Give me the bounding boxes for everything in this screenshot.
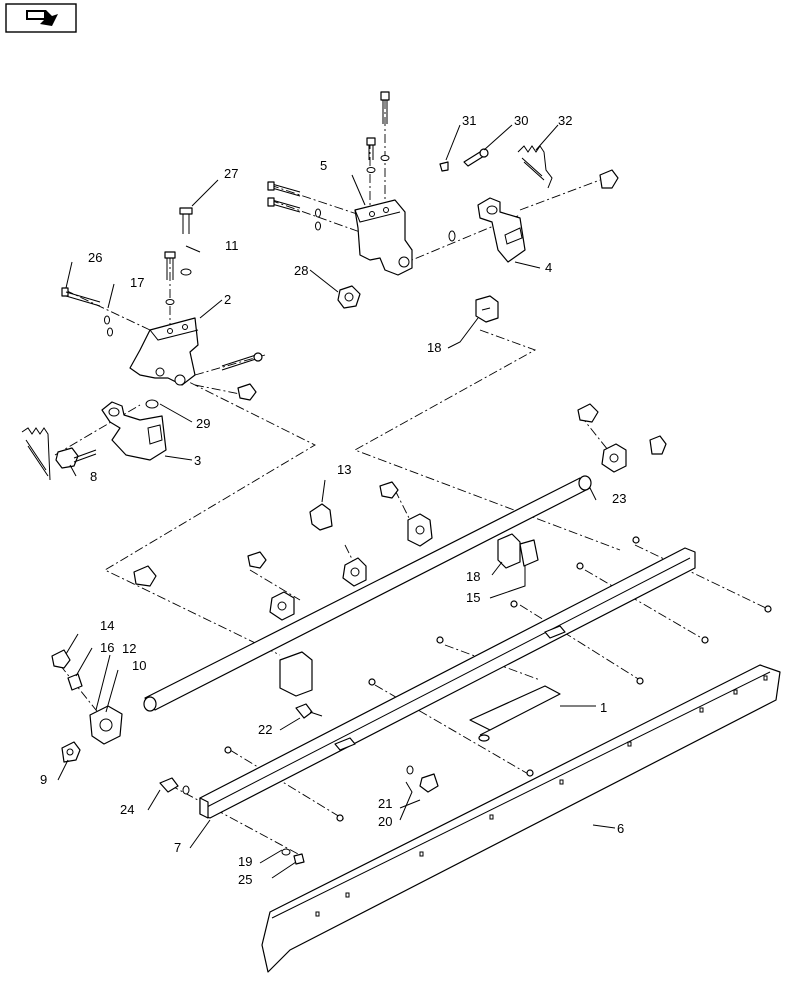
- shaft-23: [143, 475, 592, 712]
- bolts-upper: [267, 91, 456, 309]
- spring-16: [67, 673, 83, 691]
- latch-3: [101, 401, 167, 461]
- callout-13: 13: [337, 462, 351, 477]
- callout-27: 27: [224, 166, 238, 181]
- bolt-8: [55, 447, 97, 469]
- callout-7: 7: [174, 840, 181, 855]
- callout-15: 15: [466, 590, 480, 605]
- bracket-5: [354, 199, 413, 276]
- callout-32: 32: [558, 113, 572, 128]
- callout-29: 29: [196, 416, 210, 431]
- spring-32: [517, 145, 619, 189]
- fitting-13: [309, 503, 333, 531]
- rail-7: [199, 547, 696, 819]
- callout-26: 26: [88, 250, 102, 265]
- callout-20: 20: [378, 814, 392, 829]
- callout-30: 30: [514, 113, 528, 128]
- callout-31: 31: [462, 113, 476, 128]
- clip-31: [439, 161, 449, 172]
- bracket-18-15: [497, 533, 539, 569]
- rail-fasteners: [159, 536, 772, 865]
- callout-25: 25: [238, 872, 252, 887]
- callout-1: 1: [600, 700, 607, 715]
- callout-17: 17: [130, 275, 144, 290]
- callout-24: 24: [120, 802, 134, 817]
- callout-2: 2: [224, 292, 231, 307]
- cap-14: [51, 649, 71, 669]
- callout-19: 19: [238, 854, 252, 869]
- callout-14: 14: [100, 618, 114, 633]
- nut-9: [61, 741, 81, 763]
- callout-9: 9: [40, 772, 47, 787]
- spring-left: [21, 427, 51, 481]
- callout-6: 6: [617, 821, 624, 836]
- pin-30: [463, 148, 489, 167]
- callout-21: 21: [378, 796, 392, 811]
- block-18-upper: [475, 295, 499, 323]
- callout-11: 11: [225, 238, 239, 253]
- gears: [133, 403, 667, 621]
- callout-3: 3: [194, 453, 201, 468]
- callout-4: 4: [545, 260, 552, 275]
- nav-arrow-button[interactable]: [5, 3, 77, 33]
- callout-22: 22: [258, 722, 272, 737]
- callout-12: 12: [122, 641, 136, 656]
- callout-8: 8: [90, 469, 97, 484]
- blade-6: [261, 664, 781, 973]
- callout-10: 10: [132, 658, 146, 673]
- callout-28: 28: [294, 263, 308, 278]
- callout-18b: 18: [466, 569, 480, 584]
- bolts-left: [61, 207, 263, 409]
- callout-23: 23: [612, 491, 626, 506]
- callout-5: 5: [320, 158, 327, 173]
- callout-16: 16: [100, 640, 114, 655]
- latch-4: [477, 197, 526, 263]
- block-lower-left: [279, 651, 313, 697]
- callout-18a: 18: [427, 340, 441, 355]
- callout-labels: 1 2 3 4 5 6 7 8 9 10 11 12 13 14 15 16 1…: [40, 113, 626, 887]
- bracket-2: [129, 317, 199, 386]
- leader-lines: [57, 124, 616, 879]
